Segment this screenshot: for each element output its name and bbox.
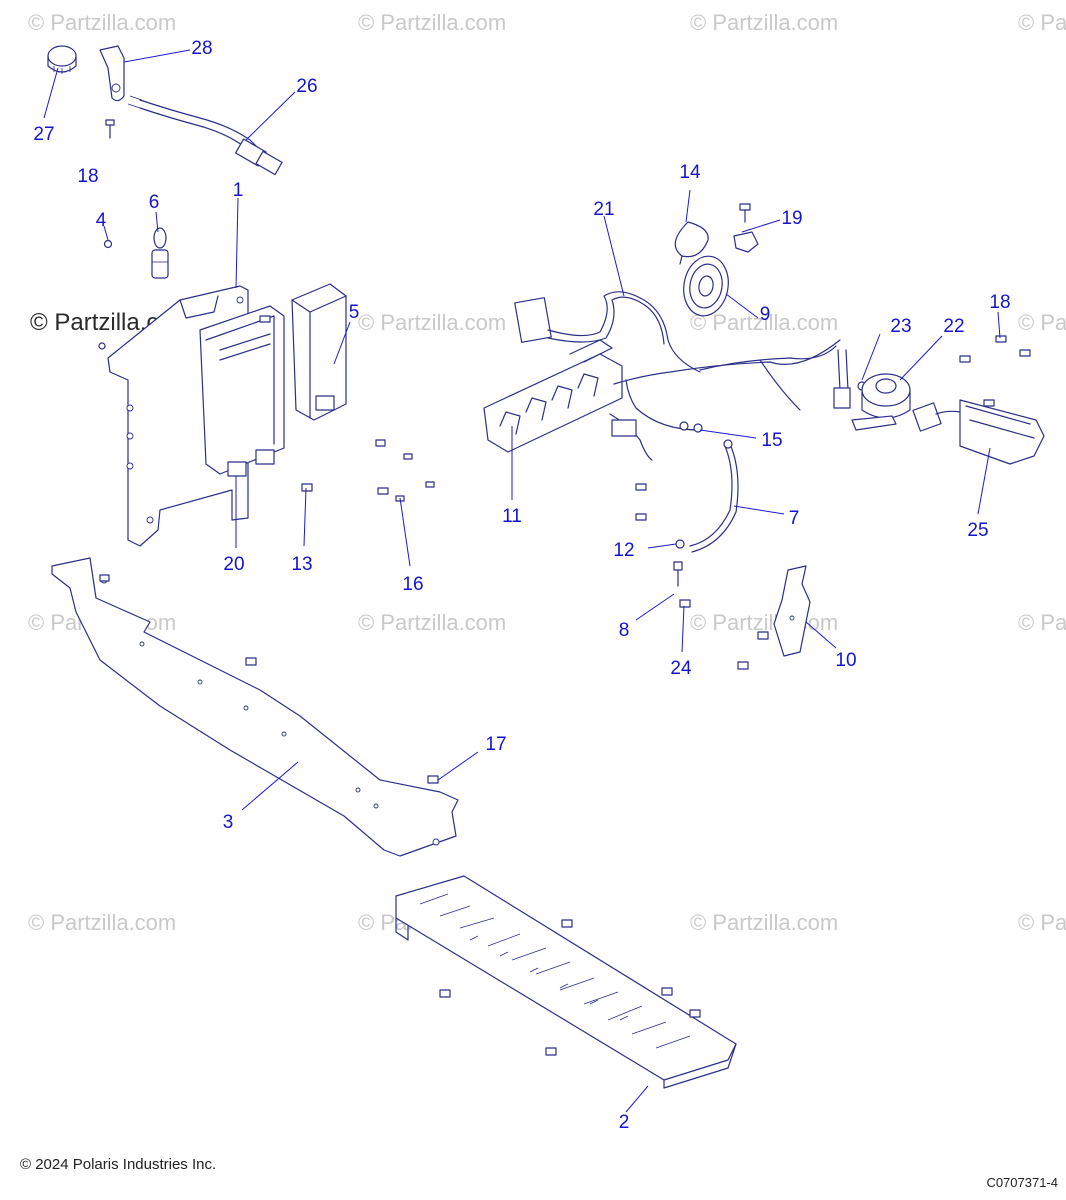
callout-25: 25: [967, 520, 988, 541]
part-6-fuse: [151, 227, 169, 279]
callout-9: 9: [760, 304, 771, 325]
callout-12: 12: [613, 540, 634, 561]
part-20-ecu: [199, 305, 285, 477]
watermark: © Partzilla.com: [690, 910, 838, 935]
callout-26: 26: [296, 76, 317, 97]
callout-19: 19: [781, 208, 802, 229]
callout-27: 27: [33, 124, 54, 145]
callout-13: 13: [291, 554, 312, 575]
screws-18-right: [959, 335, 1031, 407]
part-19-clip: [733, 203, 759, 253]
watermark: © Partzilla.com: [1018, 610, 1066, 635]
part-25-regulator: [912, 399, 1045, 465]
callout-1: 1: [233, 180, 244, 201]
callout-21: 21: [593, 199, 614, 220]
callout-22: 22: [943, 316, 964, 337]
callout-6: 6: [149, 192, 160, 213]
callout-5: 5: [349, 302, 360, 323]
callout-10: 10: [835, 650, 856, 671]
watermark: © Partzilla.com: [690, 610, 838, 635]
callout-17: 17: [485, 734, 506, 755]
callout-16: 16: [402, 574, 423, 595]
part-28-bracket: [99, 45, 125, 102]
part-21-harness: [514, 291, 841, 461]
watermark: © Partzilla.com: [28, 10, 176, 35]
fasteners-12-area: [635, 483, 685, 549]
watermark: © Partzilla.com: [358, 310, 506, 335]
callout-2: 2: [619, 1112, 630, 1133]
watermark: © Partzilla.com: [1018, 910, 1066, 935]
callout-14: 14: [679, 162, 701, 183]
watermark: © Partzilla.com: [1018, 10, 1066, 35]
part-14-cable-tie: [674, 221, 709, 265]
watermark: © Partzilla.com: [358, 10, 506, 35]
fasteners-bracket-3: [99, 574, 439, 784]
part-9-round-module: [683, 255, 729, 317]
leader-lines: [43, 49, 1001, 1113]
callout-24: 24: [670, 658, 692, 679]
part-8-stud: [673, 561, 691, 608]
callout-28: 28: [191, 38, 212, 59]
copyright-notice: © 2024 Polaris Industries Inc.: [20, 1156, 217, 1173]
callout-4: 4: [96, 210, 107, 231]
callout-18-right: 18: [989, 292, 1010, 313]
part-23-fuse-holder: [833, 349, 867, 409]
part-27-switch: [47, 45, 77, 74]
watermark: © Partzilla.com: [690, 10, 838, 35]
callout-7: 7: [789, 508, 800, 529]
callout-20: 20: [223, 554, 244, 575]
watermark: © Partzilla.com: [28, 910, 176, 935]
fasteners-tray: [439, 919, 701, 1056]
part-3-long-bracket: [51, 557, 459, 857]
part-11-fuse-block: [483, 339, 623, 453]
part-7-cable: [679, 421, 739, 553]
screw-18: [105, 119, 115, 139]
callout-23: 23: [890, 316, 911, 337]
callout-3: 3: [223, 812, 234, 833]
callout-labels: 1 2 3 4 5 6 7 8 9 10 11 12 13 14 15 16 1…: [33, 38, 1010, 1133]
part-2-tray: [395, 875, 737, 1089]
part-26-harness: [127, 95, 283, 176]
callout-8: 8: [619, 620, 630, 641]
watermark: © Partzilla.com: [1018, 310, 1066, 335]
watermark: © Partzilla.com: [690, 310, 838, 335]
part-5-module: [291, 283, 347, 421]
drawing-code: C0707371-4: [986, 1175, 1058, 1190]
callout-18: 18: [77, 166, 98, 187]
nut-4: [103, 239, 113, 249]
watermark: © Partzilla.com: [358, 610, 506, 635]
part-10-bracket: [737, 565, 811, 670]
callout-11: 11: [502, 506, 522, 527]
part-22-horn: [851, 373, 911, 431]
callout-15: 15: [761, 430, 782, 451]
